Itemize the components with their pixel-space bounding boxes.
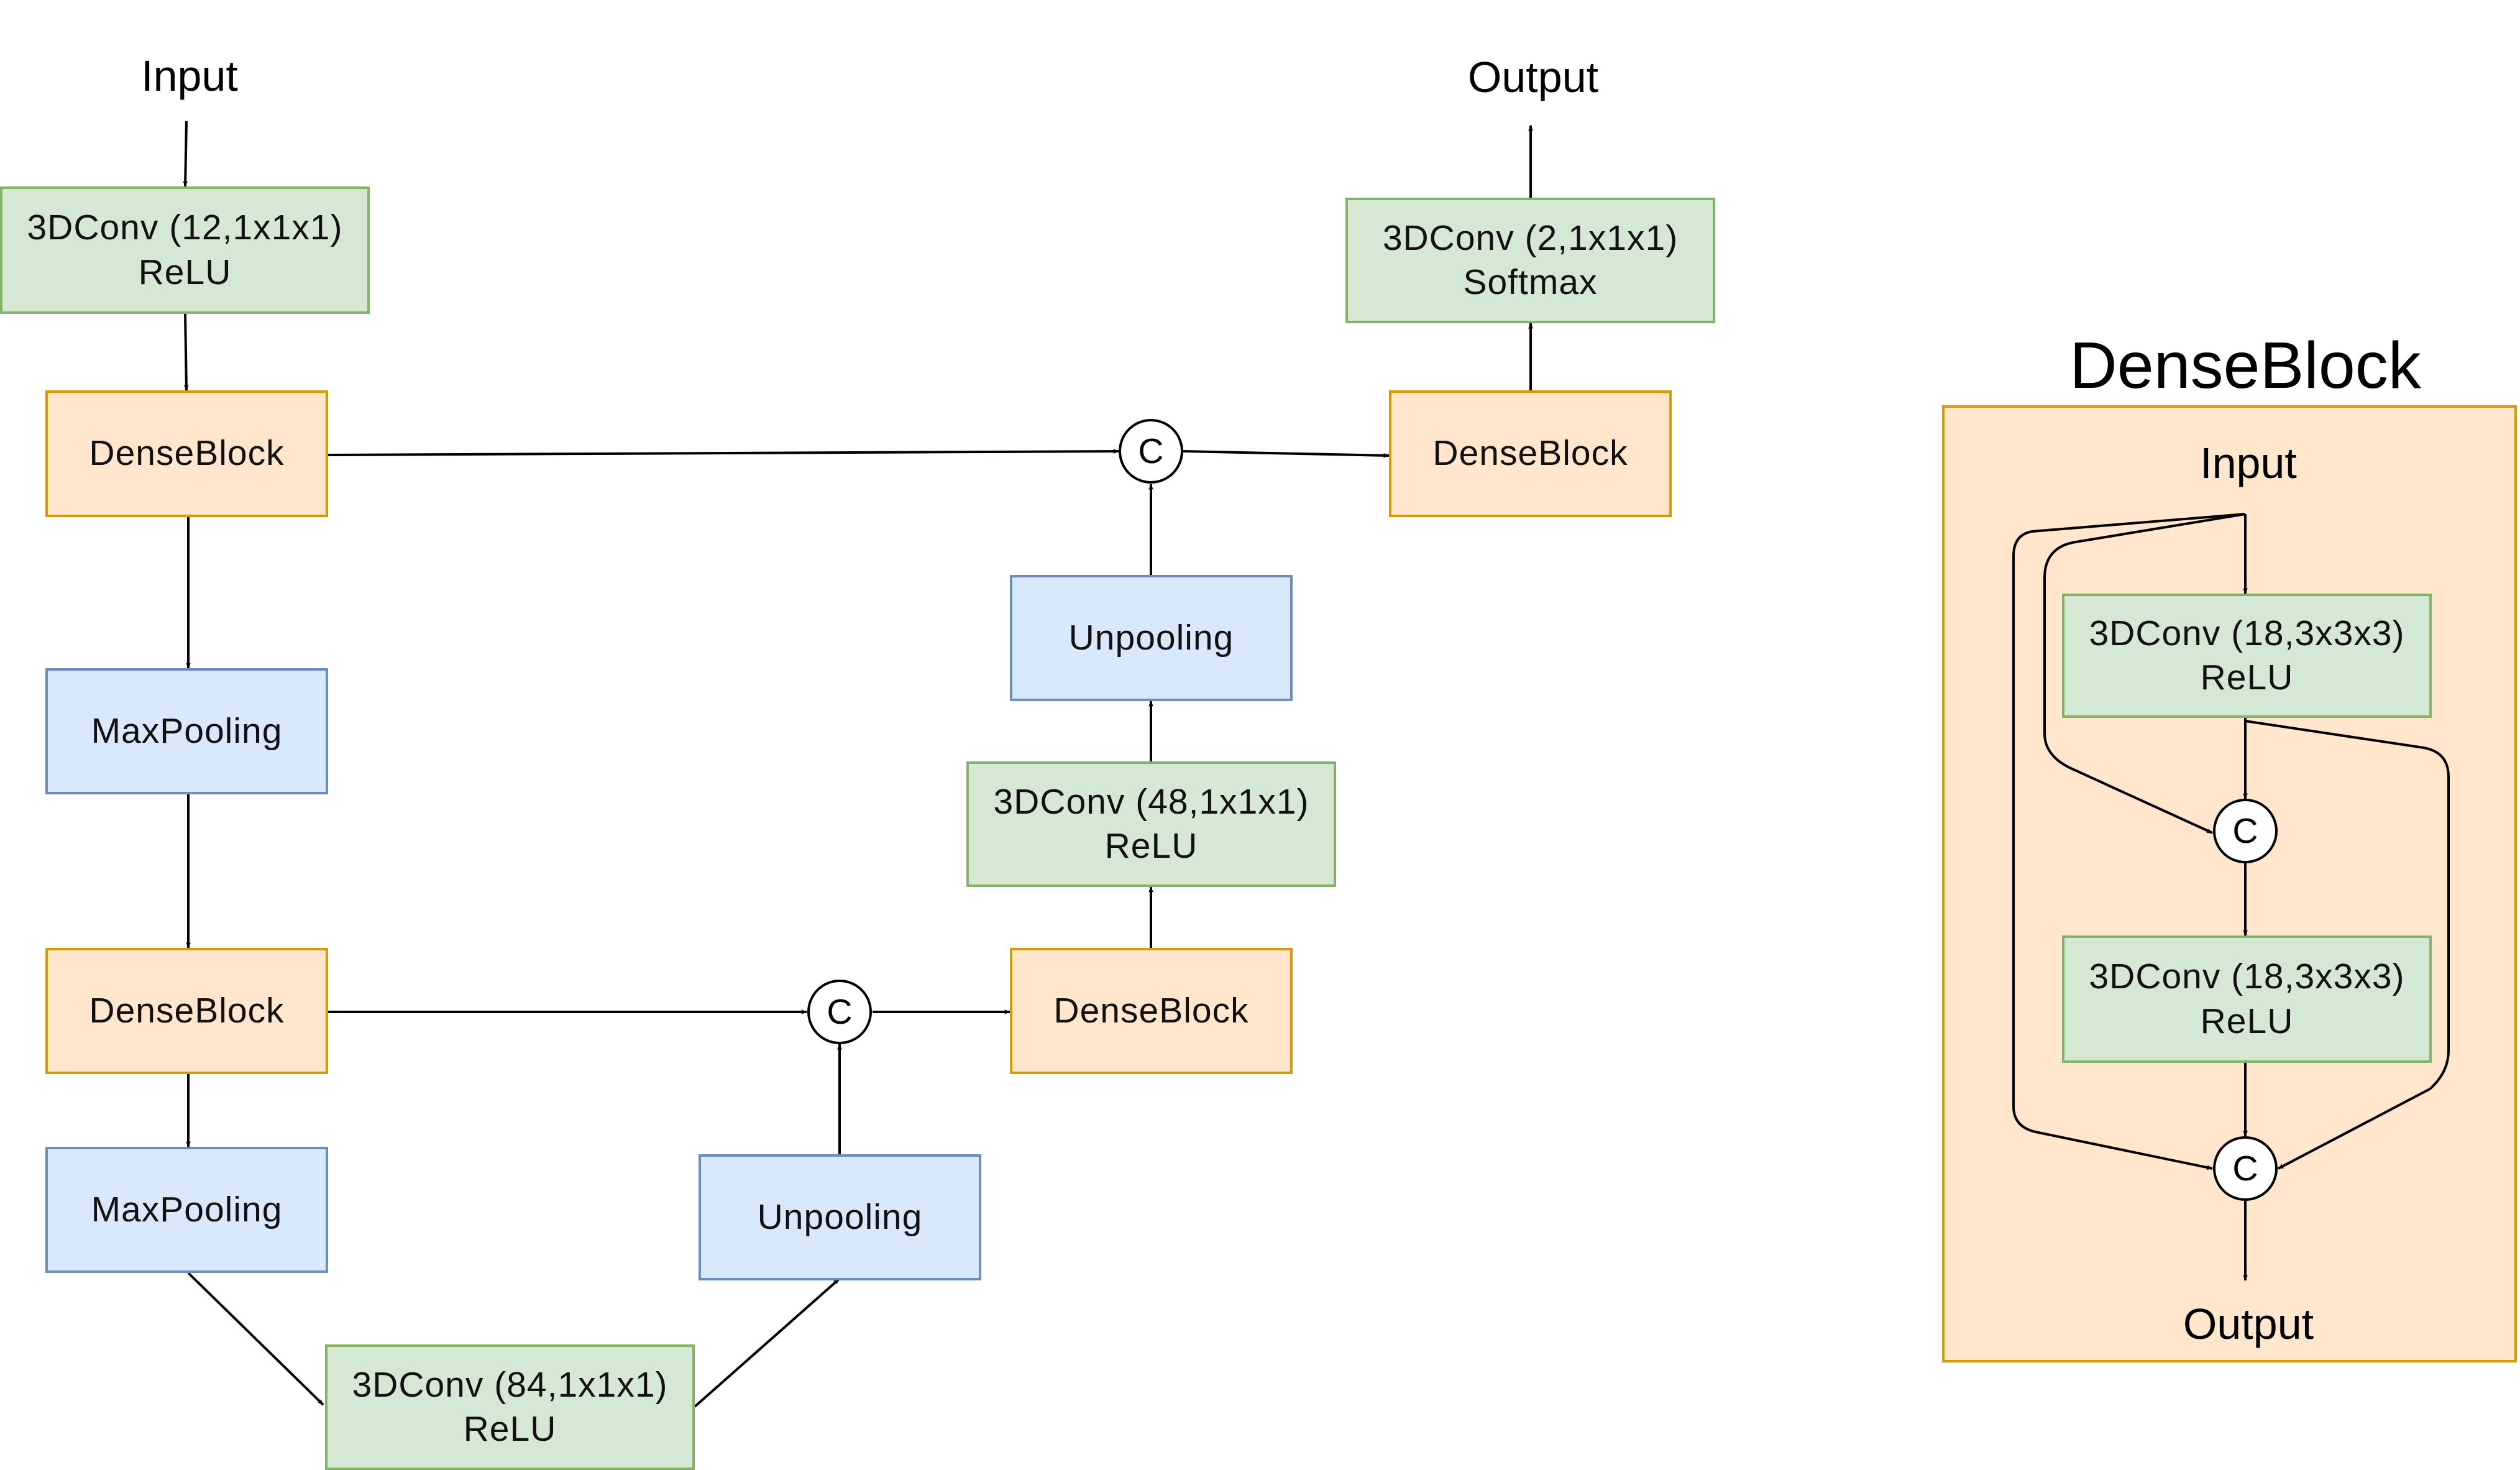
conv-bottom-line1: 3DConv (84,1x1x1) <box>352 1364 668 1405</box>
conv-input-line1: 3DConv (12,1x1x1) <box>27 208 343 248</box>
db-skip-input-to-concat1 <box>2043 513 2246 834</box>
concat-mid-node: C <box>807 980 872 1044</box>
db-skip-input-to-concat2 <box>2012 513 2246 1170</box>
denseblock-detail-conv1-line2: ReLU <box>2200 658 2294 697</box>
maxpooling-2-label: MaxPooling <box>91 1189 283 1229</box>
denseblock-detail-input-label: Input <box>2200 439 2297 487</box>
denseblock-detail-concat1-label: C <box>2232 811 2258 851</box>
denseblock-top: DenseBlock <box>1389 390 1672 517</box>
conv-output-line1: 3DConv (2,1x1x1) <box>1382 218 1679 258</box>
unpooling-bottom-label: Unpooling <box>757 1197 923 1237</box>
unpooling-bottom: Unpooling <box>699 1154 981 1280</box>
denseblock-top-label: DenseBlock <box>1432 433 1628 474</box>
denseblock-2: DenseBlock <box>45 948 328 1074</box>
denseblock-mid: DenseBlock <box>1010 948 1293 1074</box>
conv-input-line2: ReLU <box>138 252 232 292</box>
concat-mid-label: C <box>827 992 853 1032</box>
denseblock-detail-concat1: C <box>2213 799 2278 863</box>
denseblock-detail-conv2: 3DConv (18,3x3x3) ReLU <box>2062 935 2432 1063</box>
denseblock-detail-concat2: C <box>2213 1136 2278 1201</box>
denseblock-detail-conv2-line1: 3DConv (18,3x3x3) <box>2089 957 2405 997</box>
denseblock-detail-concat2-label: C <box>2232 1149 2258 1188</box>
conv-output-box: 3DConv (2,1x1x1) Softmax <box>1345 198 1715 323</box>
db-skip-conv1-to-concat2 <box>2245 720 2450 1170</box>
conv-bottom-box: 3DConv (84,1x1x1) ReLU <box>325 1344 695 1470</box>
arrow-pool2-to-conv-bottom <box>187 1272 324 1406</box>
maxpooling-1-label: MaxPooling <box>91 710 283 751</box>
conv-mid-line2: ReLU <box>1104 826 1198 866</box>
arrow-input-to-conv <box>183 121 188 187</box>
denseblock-detail-conv1-line1: 3DConv (18,3x3x3) <box>2089 613 2405 653</box>
denseblock-detail-conv1: 3DConv (18,3x3x3) ReLU <box>2062 594 2432 718</box>
conv-input-box: 3DConv (12,1x1x1) ReLU <box>0 186 370 314</box>
conv-mid-box: 3DConv (48,1x1x1) ReLU <box>966 761 1336 887</box>
concat-top-node: C <box>1119 419 1183 484</box>
denseblock-detail-panel <box>1942 405 2517 1362</box>
arrow-conv-bottom-to-unpool <box>694 1278 840 1408</box>
denseblock-detail-output-label: Output <box>2183 1300 2314 1348</box>
output-label: Output <box>1467 53 1599 101</box>
conv-bottom-line2: ReLU <box>463 1409 557 1449</box>
input-label: Input <box>141 52 238 100</box>
denseblock-mid-label: DenseBlock <box>1053 990 1249 1031</box>
denseblock-detail-title: DenseBlock <box>2069 329 2421 402</box>
arrow-concat-top-to-dense-top <box>1183 450 1390 458</box>
denseblock-1-label: DenseBlock <box>89 433 285 474</box>
unpooling-top-label: Unpooling <box>1068 617 1234 658</box>
arrow-conv-to-dense1 <box>183 313 189 391</box>
arrow-dense1-to-concat-top <box>328 449 1119 456</box>
denseblock-detail-conv2-line2: ReLU <box>2200 1001 2294 1041</box>
conv-output-line2: Softmax <box>1463 262 1598 302</box>
conv-mid-line1: 3DConv (48,1x1x1) <box>993 781 1309 822</box>
unpooling-top: Unpooling <box>1010 575 1293 701</box>
concat-top-label: C <box>1138 431 1164 471</box>
denseblock-2-label: DenseBlock <box>89 990 285 1031</box>
denseblock-1: DenseBlock <box>45 390 328 517</box>
maxpooling-2: MaxPooling <box>45 1147 328 1273</box>
maxpooling-1: MaxPooling <box>45 668 328 794</box>
